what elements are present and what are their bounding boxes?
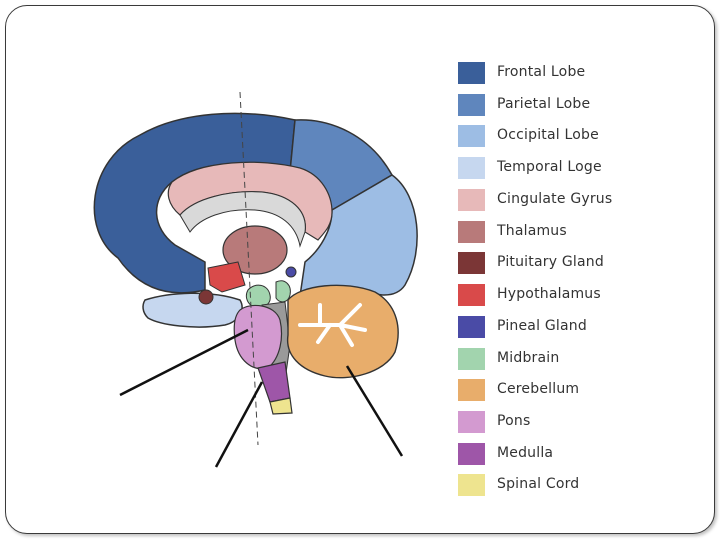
legend-swatch — [458, 474, 485, 496]
legend-swatch — [458, 443, 485, 465]
legend-item-cerebellum: Cerebellum — [458, 379, 658, 403]
legend-label: Spinal Cord — [497, 476, 579, 492]
legend-swatch — [458, 411, 485, 433]
legend-item-pituitary-gland: Pituitary Gland — [458, 252, 658, 276]
legend-swatch — [458, 284, 485, 306]
hypothalamus — [208, 262, 245, 292]
legend-label: Cerebellum — [497, 381, 579, 397]
pituitary-gland — [199, 290, 213, 304]
legend-label: Cingulate Gyrus — [497, 191, 612, 207]
legend-label: Frontal Lobe — [497, 64, 585, 80]
legend-label: Medulla — [497, 445, 553, 461]
legend-item-cingulate-gyrus: Cingulate Gyrus — [458, 189, 658, 213]
legend-label: Pons — [497, 413, 530, 429]
legend-label: Pineal Gland — [497, 318, 587, 334]
pons — [234, 305, 281, 368]
legend-swatch — [458, 157, 485, 179]
legend-item-medulla: Medulla — [458, 443, 658, 467]
legend-item-hypothalamus: Hypothalamus — [458, 284, 658, 308]
legend-swatch — [458, 348, 485, 370]
temporal-lobe — [143, 293, 242, 327]
legend-label: Thalamus — [497, 223, 567, 239]
pointer-line-cerebellum — [347, 366, 402, 456]
legend-swatch — [458, 221, 485, 243]
legend-label: Hypothalamus — [497, 286, 601, 302]
legend-label: Pituitary Gland — [497, 254, 604, 270]
legend-swatch — [458, 62, 485, 84]
legend-item-parietal-lobe: Parietal Lobe — [458, 94, 658, 118]
legend-swatch — [458, 189, 485, 211]
legend-item-occipital-lobe: Occipital Lobe — [458, 125, 658, 149]
legend-swatch — [458, 379, 485, 401]
legend-item-pineal-gland: Pineal Gland — [458, 316, 658, 340]
legend-label: Parietal Lobe — [497, 96, 590, 112]
pointer-line-medulla — [216, 382, 262, 467]
legend-item-pons: Pons — [458, 411, 658, 435]
legend-swatch — [458, 125, 485, 147]
legend-item-temporal-lobe: Temporal Loge — [458, 157, 658, 181]
legend-item-midbrain: Midbrain — [458, 348, 658, 372]
pineal-gland — [286, 267, 296, 277]
legend-item-spinal-cord: Spinal Cord — [458, 474, 658, 498]
legend-swatch — [458, 252, 485, 274]
legend-label: Occipital Lobe — [497, 127, 599, 143]
pointer-line-pons — [120, 330, 248, 395]
legend-swatch — [458, 316, 485, 338]
legend-item-thalamus: Thalamus — [458, 221, 658, 245]
legend-label: Temporal Loge — [497, 159, 602, 175]
legend-label: Midbrain — [497, 350, 559, 366]
legend-swatch — [458, 94, 485, 116]
medulla — [258, 362, 290, 402]
legend-item-frontal-lobe: Frontal Lobe — [458, 62, 658, 86]
